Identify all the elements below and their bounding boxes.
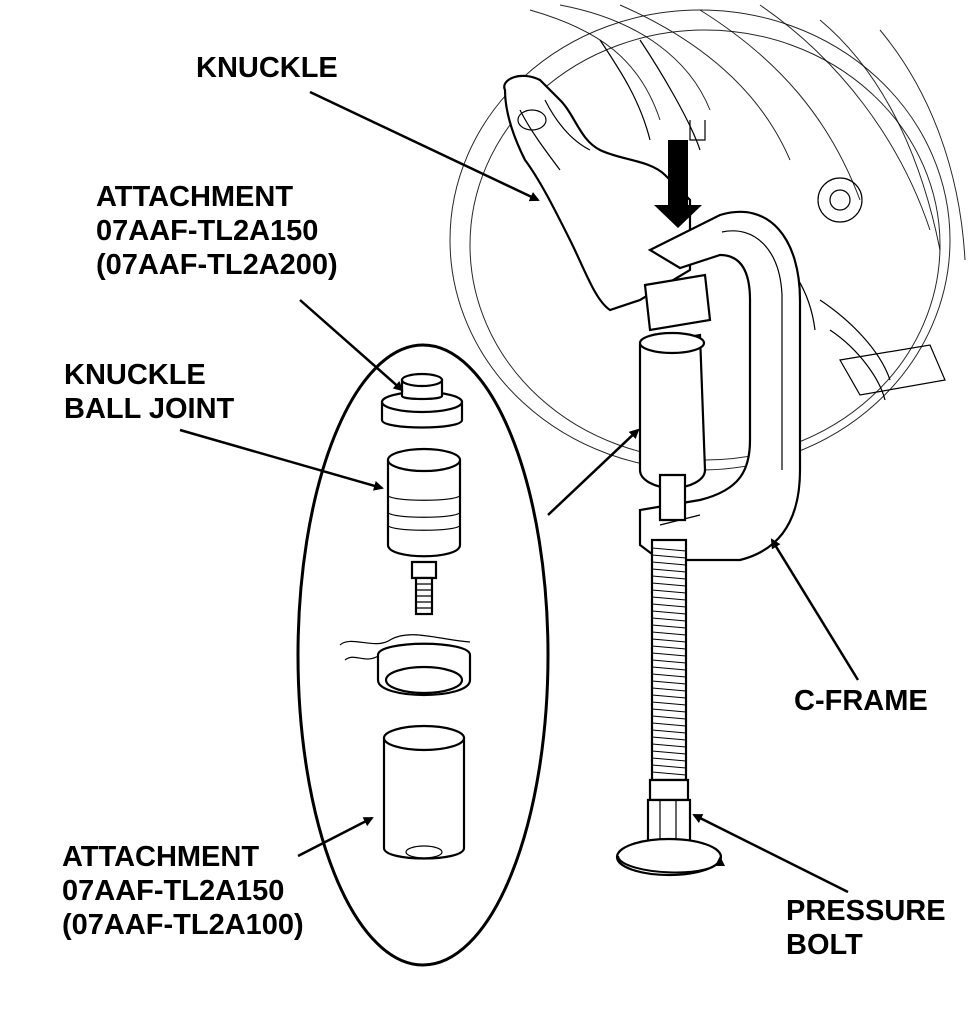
knuckle-label: KNUCKLE [196, 51, 338, 85]
attachment-top-label-line-3: (07AAF-TL2A200) [96, 249, 338, 281]
bolt-thread-line [651, 603, 687, 608]
pressure-bolt-label-line-2: BOLT [786, 929, 863, 961]
bolt-thread-line [651, 582, 687, 587]
bolt-thread-line [651, 652, 687, 657]
exploded-view-outline [296, 343, 550, 967]
knuckle-ball-joint-label-line-2: BALL JOINT [64, 393, 235, 425]
bolt-thread-line [651, 589, 687, 594]
bolt-thread-line [651, 631, 687, 636]
bolt-thread-line [651, 610, 687, 615]
bolt-thread-line [651, 757, 687, 762]
attachment-bottom-label: ATTACHMENT 07AAF-TL2A150 (07AAF-TL2A100) [62, 840, 304, 942]
bolt-thread-line [651, 701, 687, 706]
bolt-thread-line [651, 764, 687, 769]
bolt-thread-line [651, 729, 687, 734]
bolt-thread-line [651, 624, 687, 629]
attachment-top-label-line-2: 07AAF-TL2A150 [96, 215, 319, 247]
attachment-bottom-label-line-1: ATTACHMENT [62, 841, 260, 873]
bolt-thread-line [651, 743, 687, 748]
knuckle-arm [503, 74, 692, 312]
bolt-thread-line [651, 554, 687, 559]
pressure-bolt-shaft [615, 538, 725, 877]
leader-lines [179, 90, 860, 894]
bolt-thread-line [651, 736, 687, 741]
knuckle-ball-joint-part [386, 447, 462, 616]
press-direction-arrow [654, 120, 706, 228]
bolt-thread-line [651, 666, 687, 671]
attachment-top-label: ATTACHMENT 07AAF-TL2A150 (07AAF-TL2A200) [96, 180, 338, 282]
attachment-bottom-label-line-2: 07AAF-TL2A150 [62, 875, 285, 907]
knuckle-section-part [339, 634, 472, 697]
knuckle-ball-joint-label-line-1: KNUCKLE [64, 359, 206, 391]
press-receiver [638, 273, 712, 522]
bolt-thread-line [651, 645, 687, 650]
c-frame [638, 210, 802, 562]
knuckle-label-text: KNUCKLE [196, 52, 338, 84]
attachment-top-part [380, 372, 464, 429]
attachment-bottom-label-line-3: (07AAF-TL2A100) [62, 909, 304, 941]
bolt-thread-line [651, 659, 687, 664]
bolt-thread-line [651, 568, 687, 573]
bolt-thread-line [651, 617, 687, 622]
bolt-thread-line [651, 722, 687, 727]
pressure-bolt-label-line-1: PRESSURE [786, 895, 946, 927]
bolt-thread-line [651, 673, 687, 678]
attachment-top-label-line-1: ATTACHMENT [96, 181, 294, 213]
bolt-thread-line [651, 771, 687, 776]
bolt-thread-line [651, 547, 687, 552]
c-frame-label-text: C-FRAME [794, 685, 928, 717]
attachment-bottom-part [382, 724, 466, 860]
knuckle-ball-joint-label: KNUCKLE BALL JOINT [64, 358, 234, 426]
bolt-thread-line [651, 687, 687, 692]
bolt-thread-line [651, 750, 687, 755]
bolt-thread-line [651, 575, 687, 580]
bolt-thread-line [651, 596, 687, 601]
bolt-thread-line [651, 680, 687, 685]
bolt-thread-line [651, 694, 687, 699]
bolt-thread-line [651, 638, 687, 643]
c-frame-label: C-FRAME [794, 684, 928, 718]
pressure-bolt-label: PRESSURE BOLT [786, 894, 946, 962]
bolt-thread-line [651, 561, 687, 566]
bolt-thread-line [651, 708, 687, 713]
bolt-thread-line [651, 715, 687, 720]
